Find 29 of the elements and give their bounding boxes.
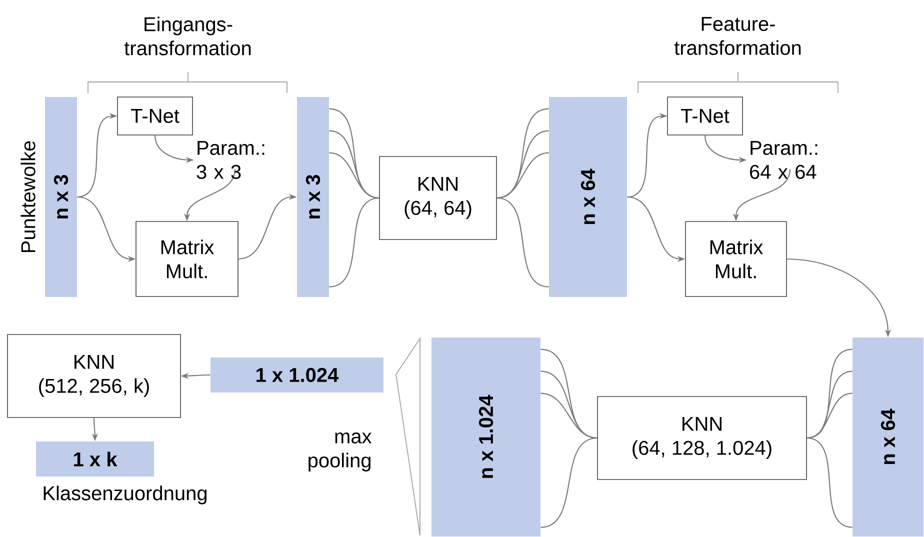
process-box: KNN (64, 128, 1.024) [597,396,807,480]
feature-bar: n x 64 [852,338,924,536]
process-box: Matrix Mult. [685,221,787,297]
connector-line [806,437,852,528]
process-box: T-Net [667,96,743,136]
feature-bar: n x 3 [297,97,329,297]
parameter-text: Param.: 64 x 64 [750,141,818,179]
connector-line [496,152,549,199]
group-heading: Feature- transformation [674,17,801,55]
process-box: T-Net [117,96,193,136]
parameter-text: Param.: 3 x 3 [196,141,264,179]
process-box: KNN (64, 64) [379,156,497,240]
connector-line [806,392,852,439]
process-box: KNN (512, 256, k) [7,334,181,418]
feature-bar: n x 64 [549,97,627,297]
group-heading: Eingangs- transformation [124,16,251,56]
connector-line [540,392,598,439]
feature-bar: 1 x 1.024 [210,358,384,392]
connector-line [329,197,380,288]
process-box: Matrix Mult. [136,221,238,297]
connector-line [496,197,549,288]
feature-bar: n x 1.024 [432,338,540,536]
feature-bar: 1 x k [36,442,154,476]
feature-bar: n x 3 [45,97,77,297]
connector-line [329,152,380,199]
pooling-label: max pooling [308,432,372,472]
output-label: Klassenzuordnung [44,486,207,504]
side-label: Punktewolke [20,141,36,252]
connector-line [540,437,598,528]
